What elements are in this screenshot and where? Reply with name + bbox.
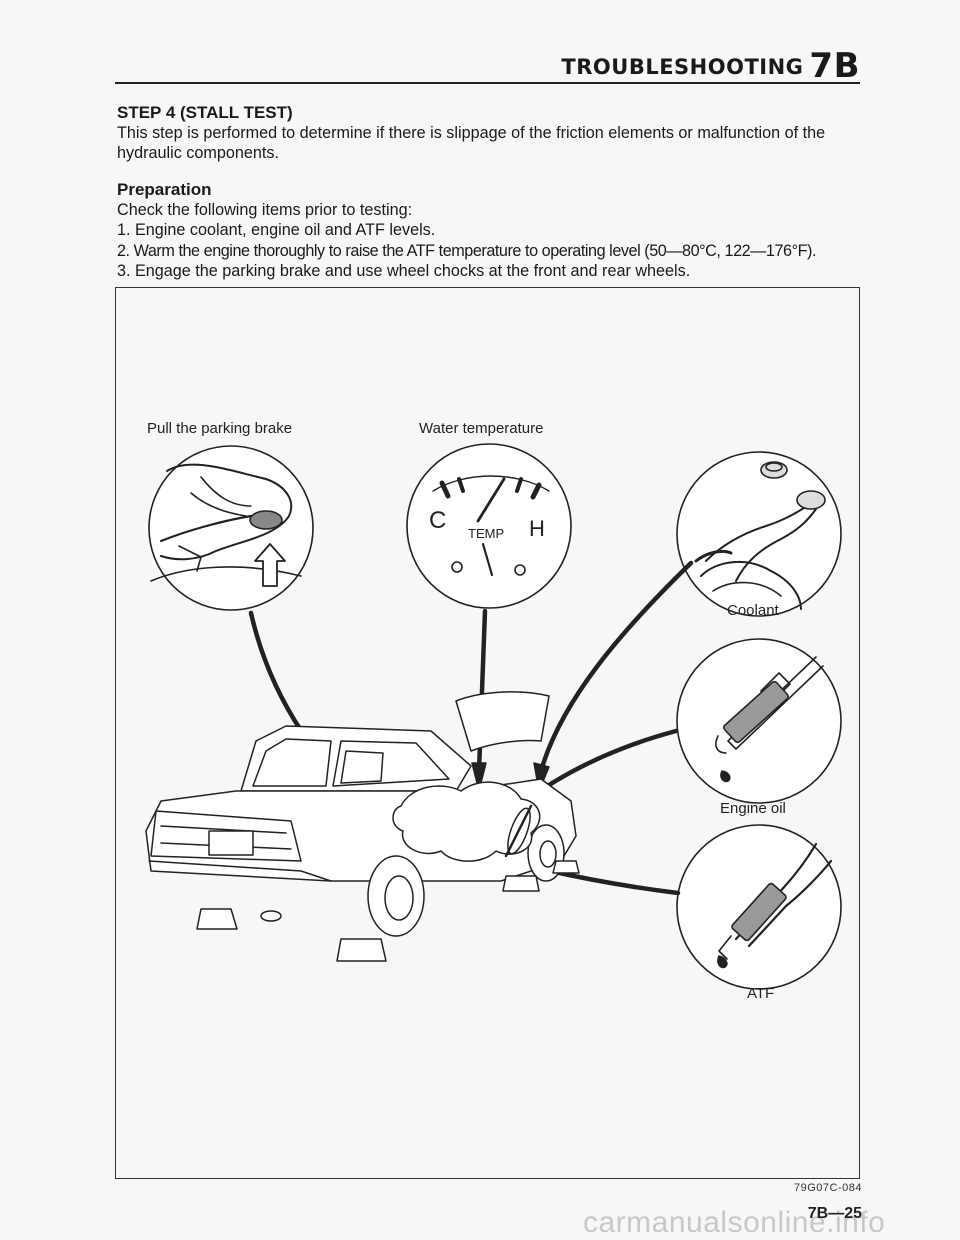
gauge-c-label: C [429, 507, 446, 534]
step-description: This step is performed to determine if t… [117, 124, 826, 162]
engine-oil-inset [676, 638, 842, 804]
preparation-list: 1. Engine coolant, engine oil and ATF le… [117, 220, 862, 282]
preparation-item: 1. Engine coolant, engine oil and ATF le… [117, 221, 436, 239]
watermark: carmanualsonline.info [583, 1206, 886, 1239]
temperature-gauge-inset: C H TEMP [406, 443, 572, 609]
page-number: 7B—25 [807, 1205, 862, 1222]
label-coolant: Coolant [727, 602, 779, 619]
label-water-temperature: Water temperature [419, 420, 544, 437]
section-number: 7B [809, 46, 860, 86]
gauge-h-label: H [529, 516, 545, 541]
preparation-item: 3. Engage the parking brake and use whee… [117, 262, 691, 280]
content: STEP 4 (STALL TEST) This step is perform… [117, 103, 862, 282]
parking-brake-inset [148, 445, 314, 611]
car-illustration [145, 691, 580, 962]
step-title: STEP 4 (STALL TEST) [117, 103, 293, 122]
illustration-figure: C H TEMP [115, 287, 860, 1179]
header-title-text: TROUBLESHOOTING [561, 55, 804, 79]
preparation-title: Preparation [117, 180, 212, 199]
temp-gauge-circle [406, 443, 572, 609]
label-parking-brake: Pull the parking brake [147, 420, 293, 437]
preparation-intro: Check the following items prior to testi… [117, 201, 413, 219]
figure-code: 79G07C-084 [794, 1182, 862, 1194]
preparation-item: 2. Warm the engine thoroughly to raise t… [117, 241, 817, 260]
coolant-circle [676, 451, 842, 617]
atf-inset [676, 824, 842, 990]
coolant-inset [676, 451, 842, 617]
pull-arrow-icon [254, 543, 286, 587]
gauge-temp-label: TEMP [468, 526, 504, 541]
illustration-drawing: C H TEMP [145, 443, 842, 990]
label-engine-oil: Engine oil [720, 800, 786, 817]
label-atf: ATF [747, 985, 775, 1002]
arrow-coolant [538, 560, 694, 774]
